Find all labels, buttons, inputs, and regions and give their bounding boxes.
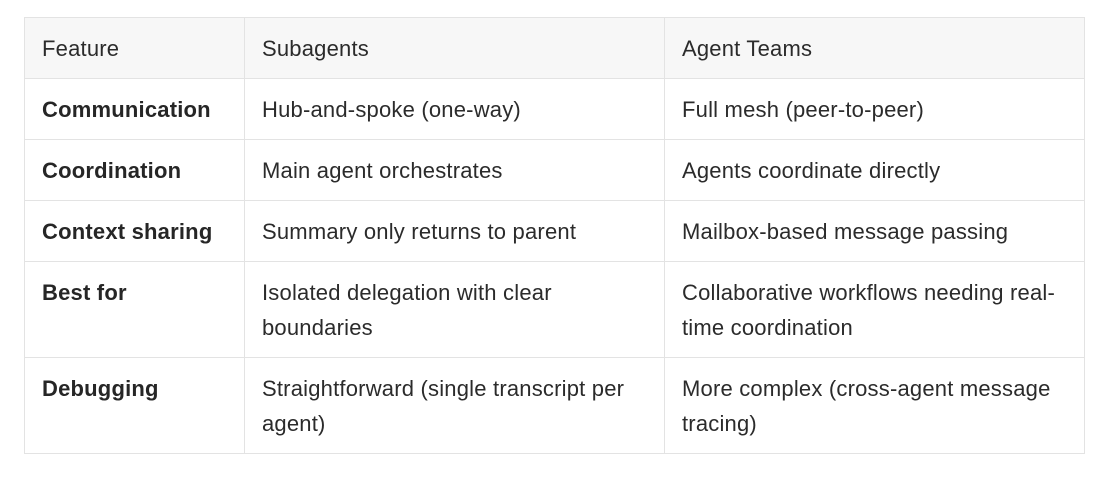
row-feature-cell: Context sharing (24, 200, 245, 262)
row-subagents-cell: Summary only returns to parent (244, 200, 665, 262)
row-agent-teams-cell: Full mesh (peer-to-peer) (664, 78, 1085, 140)
row-feature-cell: Debugging (24, 357, 245, 454)
row-feature-cell: Best for (24, 261, 245, 358)
header-feature: Feature (24, 17, 245, 79)
header-row: Feature Subagents Agent Teams (24, 17, 1085, 79)
row-agent-teams-cell: Collaborative workflows needing real-tim… (664, 261, 1085, 358)
comparison-table: Feature Subagents Agent Teams Communicat… (24, 17, 1085, 454)
comparison-table-container: Feature Subagents Agent Teams Communicat… (24, 17, 1085, 454)
row-subagents-cell: Main agent orchestrates (244, 139, 665, 201)
row-feature-cell: Coordination (24, 139, 245, 201)
table-body: Communication Hub-and-spoke (one-way) Fu… (24, 78, 1085, 454)
table-row: Context sharing Summary only returns to … (24, 200, 1085, 262)
table-row: Best for Isolated delegation with clear … (24, 261, 1085, 358)
table-row: Coordination Main agent orchestrates Age… (24, 139, 1085, 201)
row-agent-teams-cell: More complex (cross-agent message tracin… (664, 357, 1085, 454)
header-agent-teams: Agent Teams (664, 17, 1085, 79)
table-row: Communication Hub-and-spoke (one-way) Fu… (24, 78, 1085, 140)
row-agent-teams-cell: Agents coordinate directly (664, 139, 1085, 201)
table-row: Debugging Straightforward (single transc… (24, 357, 1085, 454)
row-feature-cell: Communication (24, 78, 245, 140)
table-header: Feature Subagents Agent Teams (24, 17, 1085, 79)
row-subagents-cell: Isolated delegation with clear boundarie… (244, 261, 665, 358)
header-subagents: Subagents (244, 17, 665, 79)
row-agent-teams-cell: Mailbox-based message passing (664, 200, 1085, 262)
row-subagents-cell: Straightforward (single transcript per a… (244, 357, 665, 454)
row-subagents-cell: Hub-and-spoke (one-way) (244, 78, 665, 140)
